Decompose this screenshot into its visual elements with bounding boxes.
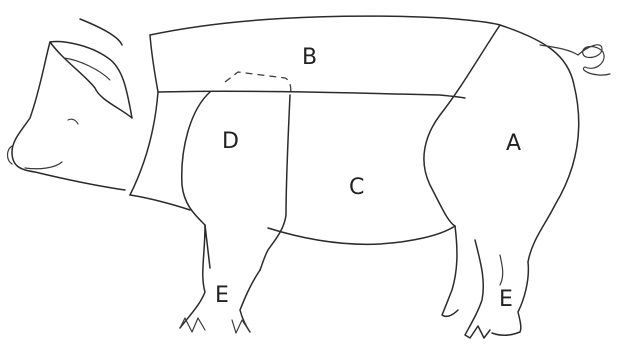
front-leg-right — [240, 270, 260, 332]
rear-leg-far — [442, 226, 458, 316]
front-leg-left — [180, 225, 205, 328]
hind-leg-left — [465, 240, 490, 338]
region-a-inner — [424, 25, 500, 226]
region-d-outline — [182, 92, 210, 268]
pig-eye — [68, 119, 78, 124]
pig-ear-inner — [64, 58, 110, 80]
pig-snout — [8, 146, 13, 164]
label-e-hind: E — [499, 287, 513, 312]
region-c-belly — [268, 226, 455, 244]
divider-b-lower — [158, 91, 465, 98]
pig-back-outline — [150, 16, 500, 35]
label-d: D — [222, 129, 239, 154]
label-b: B — [302, 45, 317, 70]
label-a: A — [506, 131, 521, 156]
pig-ear-front — [50, 42, 132, 118]
pig-head-outline — [12, 42, 125, 190]
label-e-front: E — [215, 283, 229, 308]
front-hoof — [180, 318, 250, 333]
label-c: C — [349, 175, 364, 200]
pig-ear-back — [80, 19, 122, 45]
pig-neck-line — [130, 35, 158, 195]
hind-leg-joint — [500, 255, 503, 285]
pig-mouth — [25, 162, 62, 169]
divider-d-right — [260, 95, 290, 270]
pig-chest-line — [130, 195, 190, 210]
